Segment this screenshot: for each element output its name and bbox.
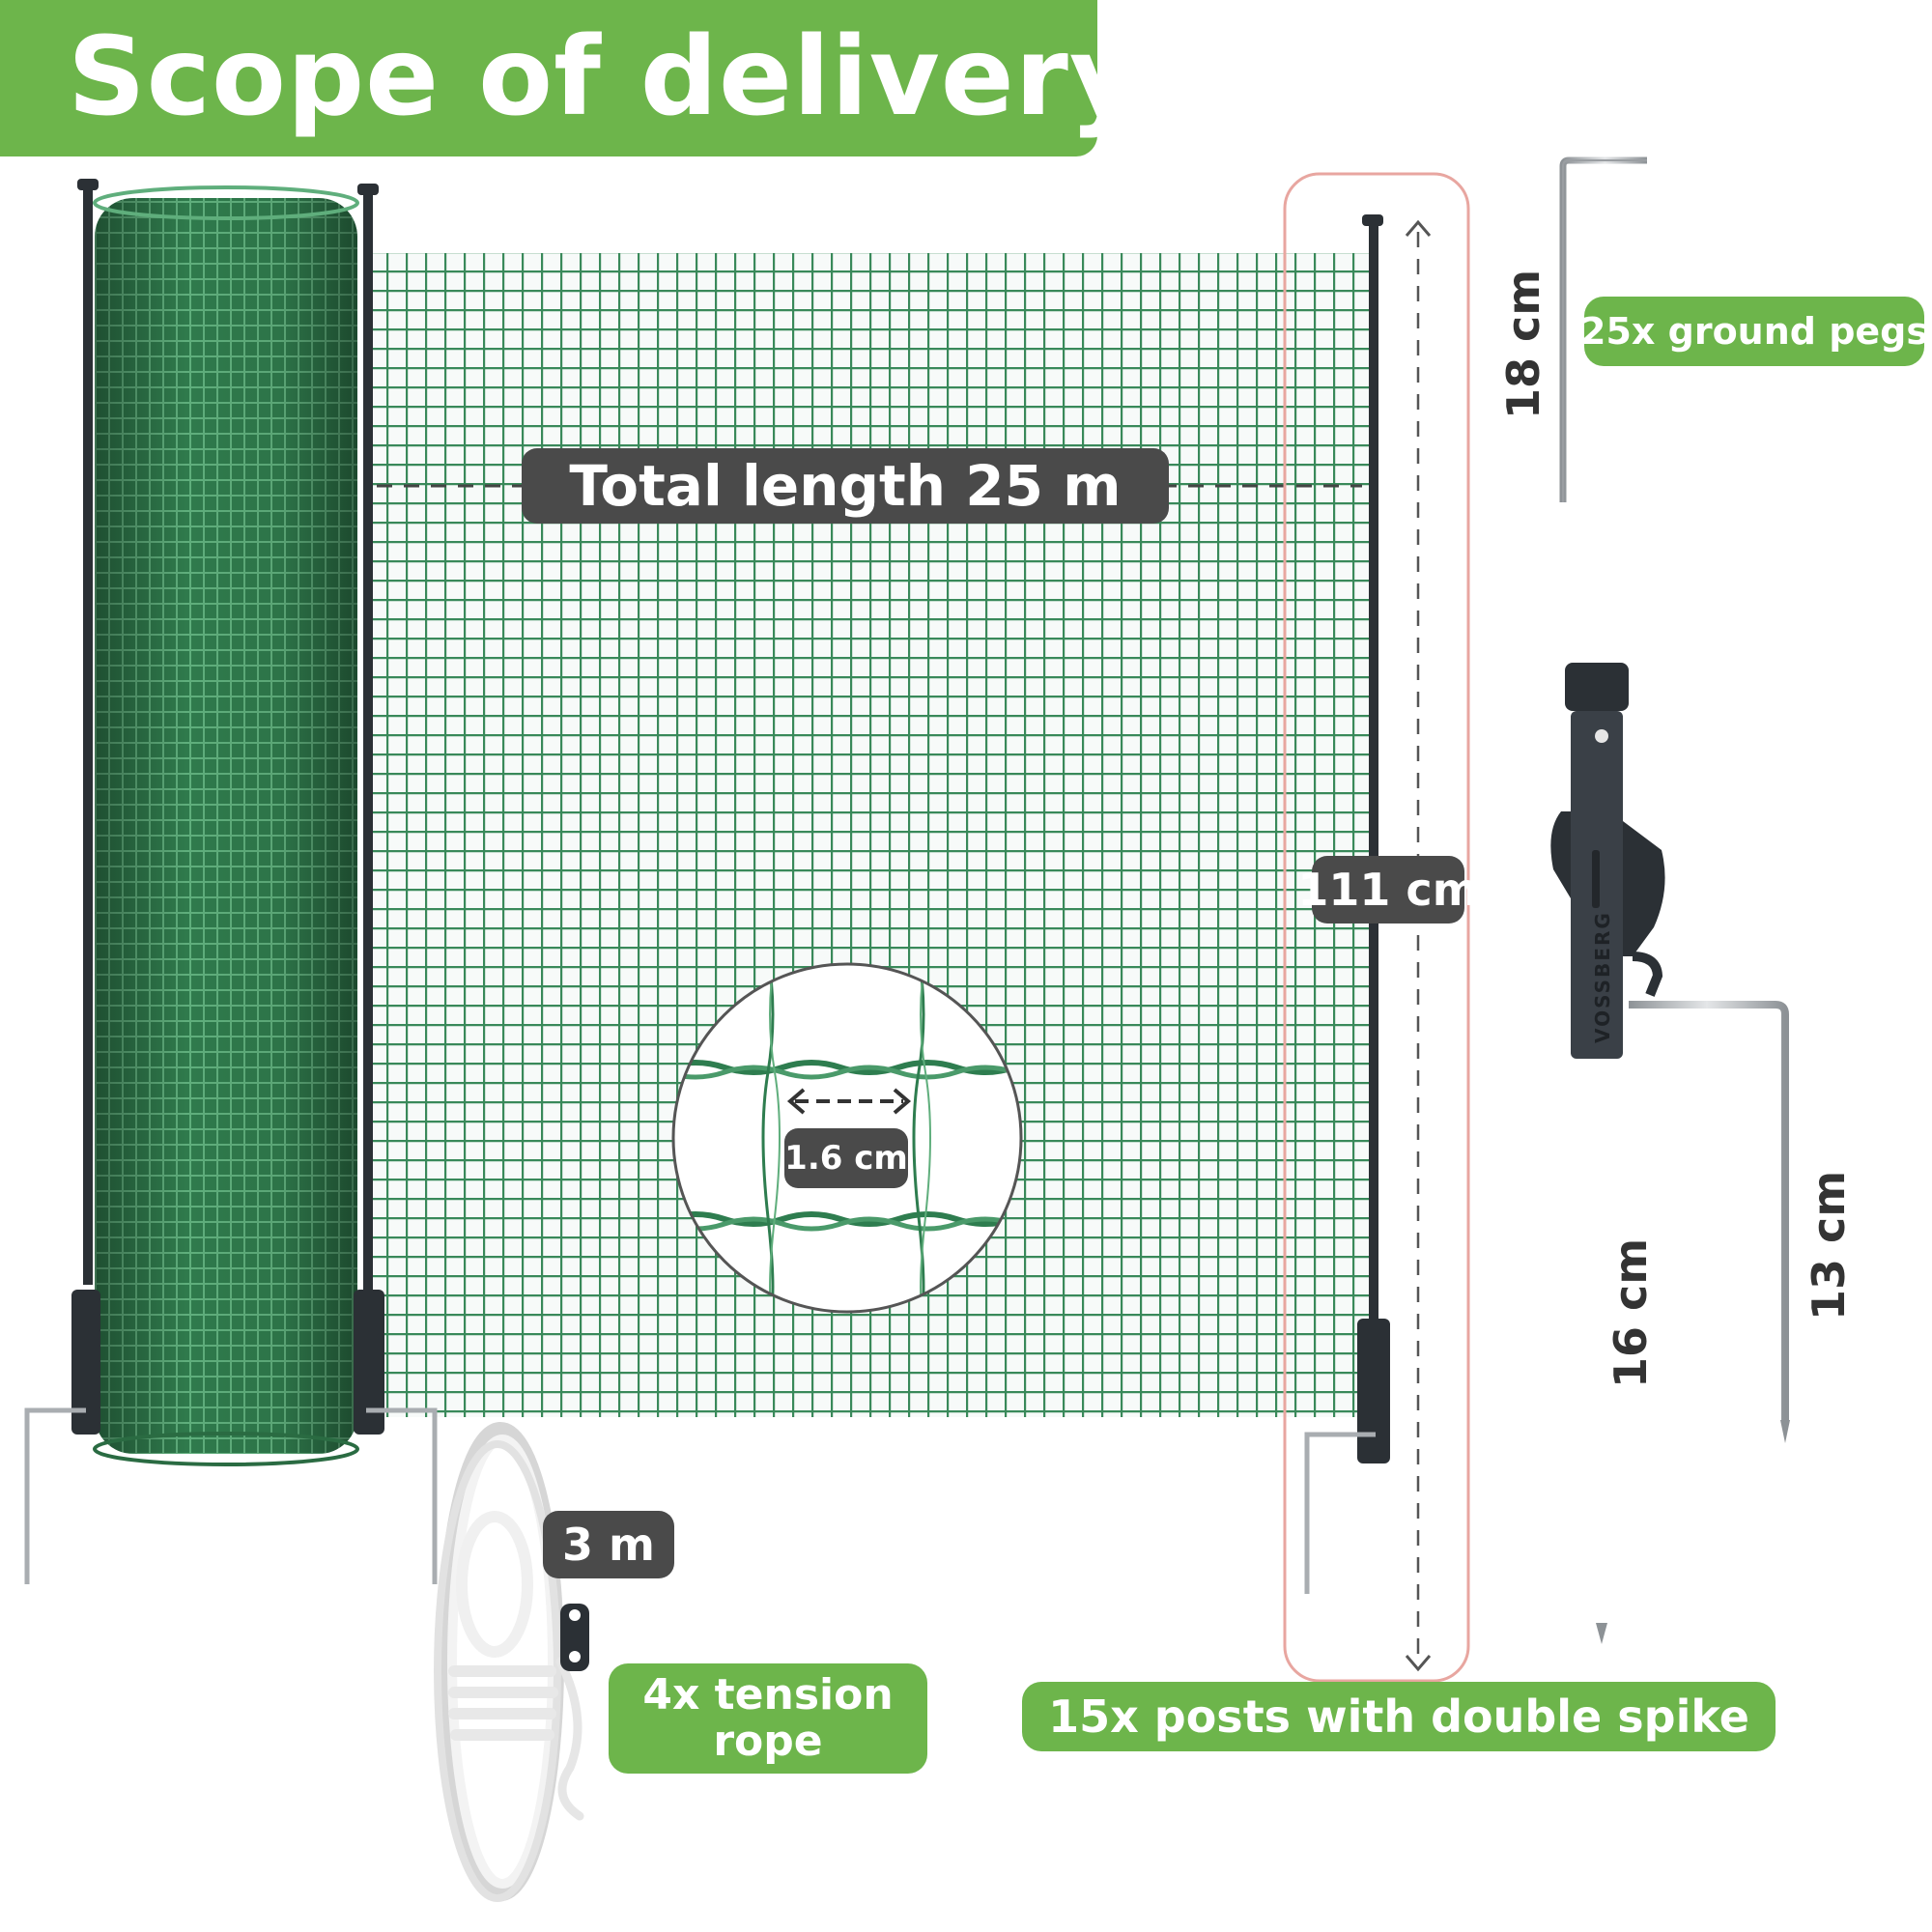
- posts-badge: 15x posts with double spike: [1022, 1682, 1776, 1751]
- netting-roll: [93, 185, 359, 1466]
- brand-text: VOSSBERG: [1591, 911, 1614, 1043]
- height-dimension-line: [1405, 219, 1432, 1672]
- post-highlight-outline: [1283, 172, 1470, 1683]
- roll-post-left: [24, 179, 100, 1652]
- page-title: Scope of delivery: [68, 14, 1141, 140]
- total-length-label: Total length 25 m: [522, 448, 1169, 524]
- title-banner: Scope of delivery: [0, 0, 1140, 156]
- tension-rope-badge-line1: 4x tension: [642, 1670, 894, 1719]
- rope-length-label: 3 m: [543, 1511, 674, 1578]
- ground-peg: [1559, 156, 1647, 502]
- post-foot-detail: VOSSBERG: [1550, 663, 1790, 1644]
- tension-rope-badge: 4x tension rope: [609, 1663, 927, 1774]
- height-label: 111 cm: [1297, 856, 1479, 923]
- roll-post-right: [354, 184, 438, 1652]
- post-side-spike-length-label: 13 cm: [1803, 1170, 1855, 1321]
- tension-rope-coil: [434, 1422, 589, 1902]
- post-spike-length-label: 16 cm: [1605, 1237, 1657, 1388]
- ground-pegs-badge: 25x ground pegs: [1580, 297, 1928, 366]
- tension-rope-badge-line2: rope: [713, 1717, 823, 1766]
- end-post: [1304, 214, 1390, 1666]
- mesh-size-label: 1.6 cm: [784, 1128, 908, 1188]
- peg-length-label: 18 cm: [1497, 269, 1549, 419]
- fence-netting: [370, 253, 1370, 1417]
